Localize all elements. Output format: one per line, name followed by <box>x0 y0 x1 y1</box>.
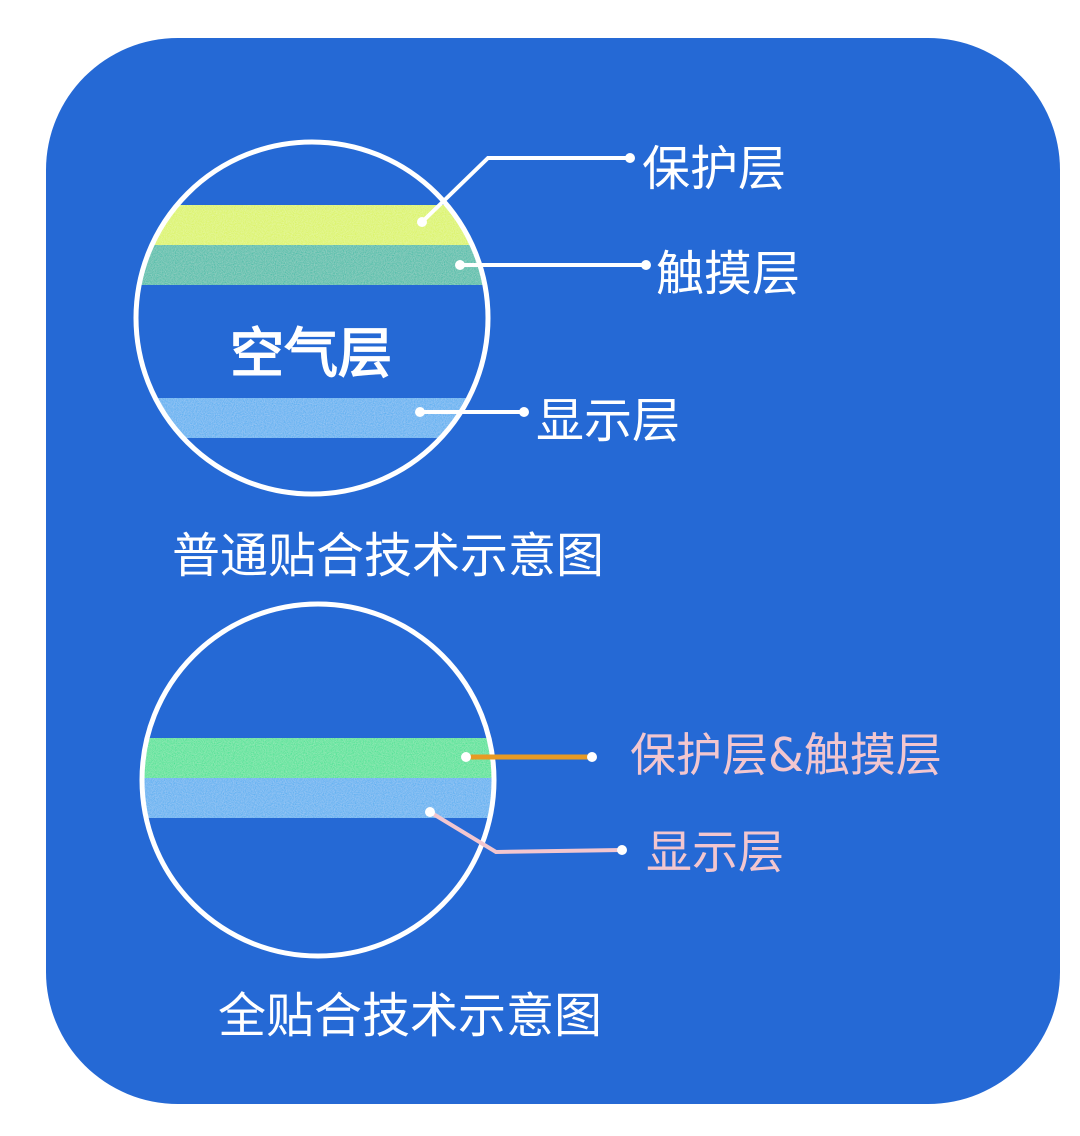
normal-lamination-diagram: 空气层 保护层 触摸层 显示层 普通贴合技术示意图 <box>133 139 800 584</box>
connector-dot <box>461 752 471 762</box>
connector-dot <box>641 260 651 270</box>
touch-layer-label: 触摸层 <box>656 246 800 302</box>
connector-dot <box>625 153 635 163</box>
connector-dot <box>417 217 427 227</box>
touch-layer-band <box>136 245 488 285</box>
connector-dot <box>425 807 435 817</box>
display-layer-label-bottom: 显示层 <box>646 825 784 879</box>
display-layer-band <box>142 778 494 818</box>
connector-dot <box>455 260 465 270</box>
combined-layer-band <box>142 738 494 778</box>
full-lamination-diagram: 保护层&触摸层 显示层 全贴合技术示意图 <box>139 601 942 1044</box>
normal-lamination-caption: 普通贴合技术示意图 <box>172 528 604 584</box>
display-layer-label: 显示层 <box>536 393 680 449</box>
normal-lamination-circle <box>133 139 491 497</box>
connector-dot <box>617 845 627 855</box>
connector-dot <box>519 407 529 417</box>
combined-layer-label: 保护层&触摸层 <box>630 728 942 782</box>
display-layer-connector-bottom <box>428 810 623 855</box>
air-layer-label: 空气层 <box>230 322 392 385</box>
connector-dot <box>415 407 425 417</box>
full-lamination-circle <box>139 601 497 959</box>
protective-layer-band <box>136 205 488 245</box>
full-lamination-caption: 全贴合技术示意图 <box>218 988 602 1044</box>
connector-dot <box>587 752 597 762</box>
display-layer-band <box>136 398 488 438</box>
protective-layer-label: 保护层 <box>642 141 786 197</box>
protective-layer-connector <box>420 156 630 224</box>
